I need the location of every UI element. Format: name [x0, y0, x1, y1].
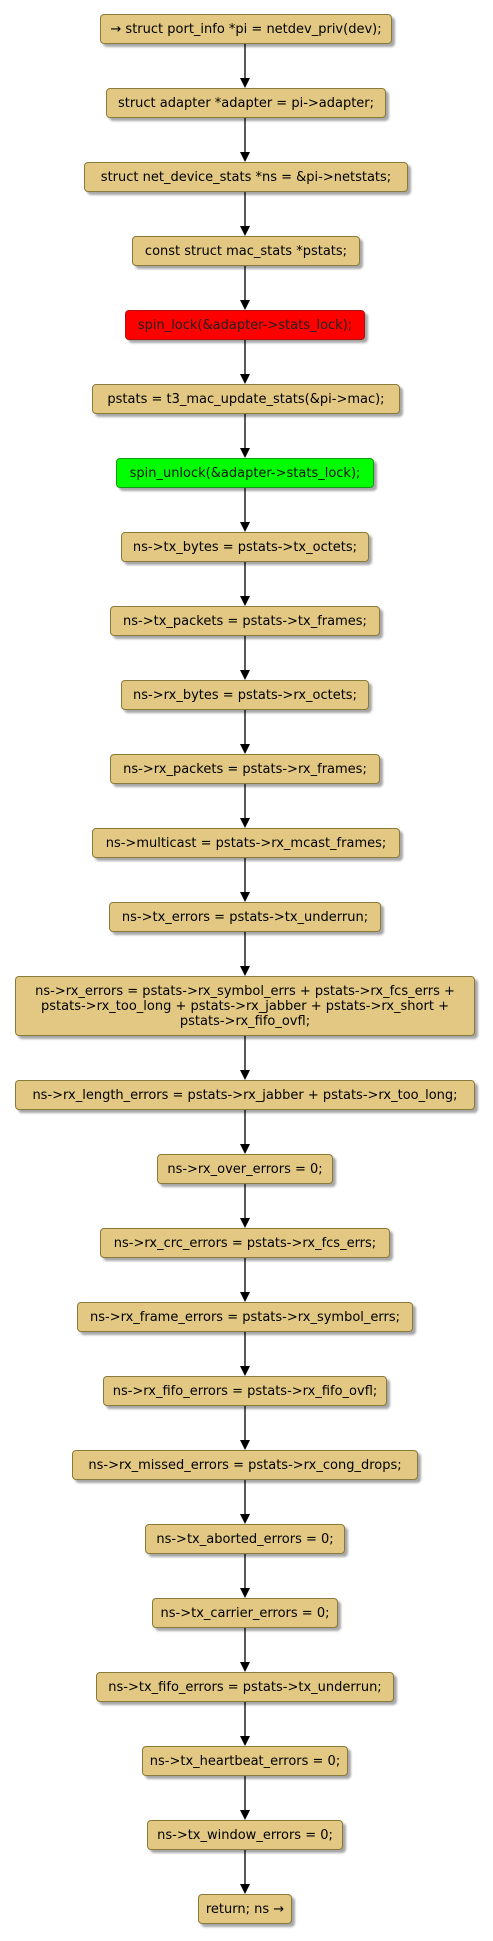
arrowhead-24	[240, 1810, 250, 1820]
flow-node-14: ns->rx_errors = pstats->rx_symbol_errs +…	[15, 976, 475, 1036]
flow-node-15: ns->rx_length_errors = pstats->rx_jabber…	[15, 1080, 475, 1110]
arrowhead-12	[240, 892, 250, 902]
arrowhead-13	[240, 966, 250, 976]
flow-node-19: ns->rx_fifo_errors = pstats->rx_fifo_ovf…	[103, 1376, 387, 1406]
flow-node-12: ns->multicast = pstats->rx_mcast_frames;	[92, 828, 400, 858]
flow-node-6: pstats = t3_mac_update_stats(&pi->mac);	[92, 384, 400, 414]
flow-node-8: ns->tx_bytes = pstats->tx_octets;	[121, 532, 369, 562]
arrowhead-15	[240, 1144, 250, 1154]
arrowhead-14	[240, 1070, 250, 1080]
arrowhead-10	[240, 744, 250, 754]
flow-node-25: ns->tx_window_errors = 0;	[147, 1820, 343, 1850]
flow-node-22: ns->tx_carrier_errors = 0;	[152, 1598, 338, 1628]
flow-node-7: spin_unlock(&adapter->stats_lock);	[116, 458, 374, 488]
flow-node-23: ns->tx_fifo_errors = pstats->tx_underrun…	[96, 1672, 394, 1702]
arrowhead-23	[240, 1736, 250, 1746]
arrowhead-8	[240, 596, 250, 606]
arrowhead-4	[240, 300, 250, 310]
arrowhead-7	[240, 522, 250, 532]
arrowhead-3	[240, 226, 250, 236]
flow-node-17: ns->rx_crc_errors = pstats->rx_fcs_errs;	[100, 1228, 390, 1258]
flow-node-13: ns->tx_errors = pstats->tx_underrun;	[109, 902, 381, 932]
flow-node-10: ns->rx_bytes = pstats->rx_octets;	[121, 680, 369, 710]
flow-node-11: ns->rx_packets = pstats->rx_frames;	[110, 754, 380, 784]
arrowhead-21	[240, 1588, 250, 1598]
arrowhead-16	[240, 1218, 250, 1228]
arrowhead-2	[240, 152, 250, 162]
arrowhead-6	[240, 448, 250, 458]
flow-node-20: ns->rx_missed_errors = pstats->rx_cong_d…	[72, 1450, 418, 1480]
arrowhead-9	[240, 670, 250, 680]
flow-node-24: ns->tx_heartbeat_errors = 0;	[142, 1746, 348, 1776]
arrowhead-11	[240, 818, 250, 828]
flow-node-2: struct adapter *adapter = pi->adapter;	[106, 88, 386, 118]
arrowhead-5	[240, 374, 250, 384]
arrowhead-1	[240, 78, 250, 88]
arrowhead-17	[240, 1292, 250, 1302]
flow-node-16: ns->rx_over_errors = 0;	[157, 1154, 333, 1184]
flow-node-3: struct net_device_stats *ns = &pi->netst…	[84, 162, 408, 192]
flow-node-4: const struct mac_stats *pstats;	[132, 236, 360, 266]
flow-node-18: ns->rx_frame_errors = pstats->rx_symbol_…	[77, 1302, 413, 1332]
arrowhead-22	[240, 1662, 250, 1672]
flow-node-5: spin_lock(&adapter->stats_lock);	[125, 310, 365, 340]
flow-node-9: ns->tx_packets = pstats->tx_frames;	[110, 606, 380, 636]
flow-node-21: ns->tx_aborted_errors = 0;	[145, 1524, 345, 1554]
flow-node-26: return; ns →	[198, 1894, 292, 1924]
arrowhead-19	[240, 1440, 250, 1450]
arrowhead-18	[240, 1366, 250, 1376]
arrowhead-20	[240, 1514, 250, 1524]
arrowhead-25	[240, 1884, 250, 1894]
flow-node-1: → struct port_info *pi = netdev_priv(dev…	[100, 14, 392, 44]
